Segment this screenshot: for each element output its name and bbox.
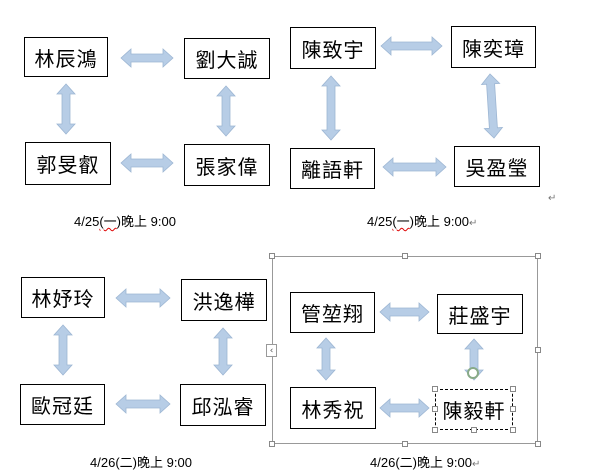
paragraph-mark: ↵ — [548, 193, 557, 204]
caption-weekday: (一 — [392, 214, 410, 229]
name-box-tl[interactable]: 林妤玲 — [21, 277, 105, 318]
double-arrow-icon[interactable] — [115, 288, 171, 308]
double-arrow-icon[interactable] — [464, 338, 484, 381]
caption-date: 4/25 — [74, 214, 100, 229]
double-arrow-icon[interactable] — [120, 48, 174, 68]
shape-handle-s[interactable] — [471, 427, 477, 433]
resize-handle-nw[interactable] — [269, 253, 275, 259]
caption-time: 晚上 9:00 — [414, 214, 469, 229]
name-box-br-selected[interactable]: 陳毅軒 — [435, 389, 513, 430]
name-box-tr[interactable]: 洪逸樺 — [181, 279, 267, 321]
shape-handle-e[interactable] — [510, 406, 516, 412]
shape-handle-nw[interactable] — [432, 386, 438, 392]
double-arrow-icon[interactable] — [216, 85, 236, 137]
double-arrow-icon[interactable] — [316, 337, 336, 381]
name-box-tr[interactable]: 劉大誠 — [184, 38, 270, 79]
caption-weekday: (一 — [99, 214, 117, 229]
double-arrow-icon[interactable] — [379, 398, 430, 418]
resize-handle-n[interactable] — [402, 253, 408, 259]
resize-handle-sw[interactable] — [269, 441, 275, 447]
shape-handle-se[interactable] — [510, 427, 516, 433]
resize-handle-ne[interactable] — [535, 253, 541, 259]
caption-time: 晚上 9:00 — [417, 455, 472, 470]
caption-weekday: (二 — [115, 455, 133, 470]
name-box-bl[interactable]: 歐冠廷 — [20, 384, 105, 425]
double-arrow-icon[interactable] — [380, 36, 443, 56]
caption-paren: ) — [409, 214, 415, 229]
caption-date: 4/26 — [370, 455, 396, 470]
name-box-tl[interactable]: 管堃翔 — [290, 292, 375, 333]
resize-handle-s[interactable] — [402, 441, 408, 447]
resize-handle-e[interactable] — [535, 347, 541, 353]
double-arrow-icon[interactable] — [120, 153, 174, 173]
name-box-tr[interactable]: 陳奕璋 — [451, 26, 536, 68]
caption-paren: ) — [132, 455, 138, 470]
collapse-tab[interactable]: ‹ — [266, 344, 277, 357]
caption-weekday: (二 — [395, 455, 413, 470]
schedule-caption: 4/26(二)晚上 9:00↵ — [370, 452, 480, 471]
paragraph-mark: ↵ — [471, 459, 481, 470]
double-arrow-icon[interactable] — [56, 83, 76, 135]
caption-paren: ) — [412, 455, 418, 470]
rotate-handle-icon[interactable] — [467, 367, 479, 379]
name-box-tl[interactable]: 林辰鴻 — [24, 37, 108, 77]
name-box-br[interactable]: 張家偉 — [184, 144, 270, 186]
double-arrow-icon[interactable] — [480, 73, 504, 139]
caption-date: 4/25 — [367, 214, 393, 229]
shape-handle-w[interactable] — [432, 406, 438, 412]
caption-time: 晚上 9:00 — [137, 455, 192, 470]
caption-paren: ) — [116, 214, 122, 229]
double-arrow-icon[interactable] — [382, 157, 447, 177]
name-box-br[interactable]: 邱泓睿 — [180, 384, 266, 426]
name-box-br[interactable]: 吳盈瑩 — [454, 146, 540, 187]
double-arrow-icon[interactable] — [213, 327, 233, 376]
name-box-bl[interactable]: 郭旻叡 — [25, 142, 111, 185]
schedule-caption: 4/25(一)晚上 9:00↵ — [367, 211, 477, 230]
shape-handle-sw[interactable] — [432, 427, 438, 433]
schedule-caption: 4/25(一)晚上 9:00 — [74, 211, 176, 230]
caption-time: 晚上 9:00 — [121, 214, 176, 229]
double-arrow-icon[interactable] — [379, 302, 430, 322]
caption-date: 4/26 — [90, 455, 116, 470]
double-arrow-icon[interactable] — [53, 324, 73, 376]
double-arrow-icon[interactable] — [321, 75, 341, 141]
resize-handle-se[interactable] — [535, 441, 541, 447]
shape-handle-ne[interactable] — [510, 386, 516, 392]
name-box-bl[interactable]: 離語軒 — [290, 148, 375, 189]
name-box-tr[interactable]: 莊盛宇 — [437, 294, 523, 334]
schedule-caption: 4/26(二)晚上 9:00 — [90, 452, 192, 471]
name-box-bl[interactable]: 林秀祝 — [290, 387, 376, 429]
paragraph-mark: ↵ — [468, 218, 478, 229]
double-arrow-icon[interactable] — [115, 394, 171, 414]
name-box-tl[interactable]: 陳致宇 — [290, 27, 376, 69]
